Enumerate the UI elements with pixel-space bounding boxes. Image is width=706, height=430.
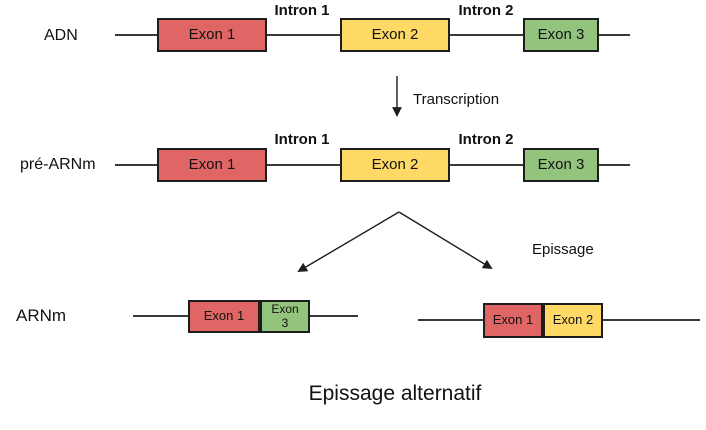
epissage-label: Epissage: [532, 241, 594, 258]
pre-arnm-exon1-box: Exon 1: [157, 148, 267, 182]
adn-exon3-box: Exon 3: [523, 18, 599, 52]
pre-arnm-intron2-label: Intron 2: [458, 131, 514, 148]
adn-row-label: ADN: [44, 27, 78, 44]
arnm-left-exon1-box: Exon 1: [188, 300, 260, 333]
adn-exon2-box: Exon 2: [340, 18, 450, 52]
adn-intron1-label: Intron 1: [274, 2, 330, 19]
pre-arnm-row-label: pré-ARNm: [20, 156, 96, 173]
splice-arrow-right: [398, 211, 493, 270]
diagram-title: Epissage alternatif: [308, 382, 482, 405]
arnm-right-exon1-box: Exon 1: [483, 303, 543, 338]
pre-arnm-exon3-box: Exon 3: [523, 148, 599, 182]
adn-intron2-label: Intron 2: [458, 2, 514, 19]
pre-arnm-exon2-box: Exon 2: [340, 148, 450, 182]
arnm-row-label: ARNm: [16, 306, 67, 325]
pre-arnm-intron1-label: Intron 1: [274, 131, 330, 148]
splice-arrow-left: [297, 211, 400, 272]
arnm-right-exon2-box: Exon 2: [543, 303, 603, 338]
transcription-label: Transcription: [413, 91, 500, 108]
arnm-left-exon3-box: Exon 3: [260, 300, 310, 333]
adn-exon1-box: Exon 1: [157, 18, 267, 52]
